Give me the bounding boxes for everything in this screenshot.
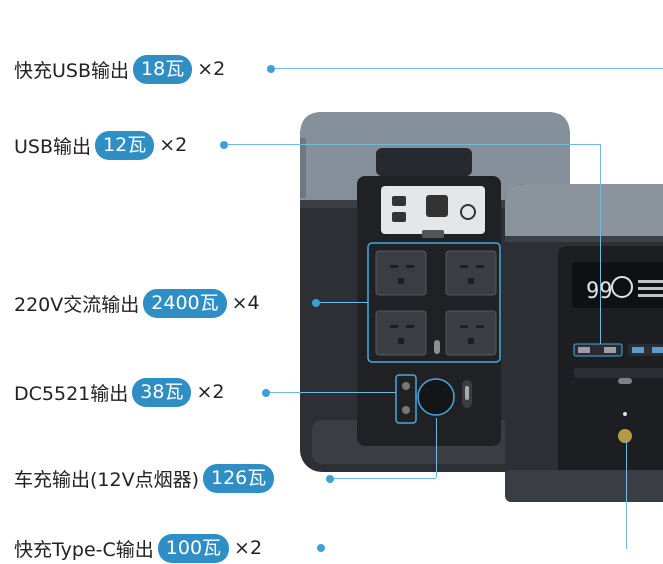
power-station-illustration: 99 [300, 112, 663, 502]
spec-label: 220V交流输出 [14, 293, 140, 316]
power-badge: 126瓦 [203, 463, 275, 493]
spec-usb: USB输出 12瓦 ×2 [14, 129, 187, 161]
connector-usb [224, 144, 600, 145]
product-spec-graphic: 99 快充USB输出 18瓦 ×2 USB输出 [14, 53, 663, 563]
spec-fast-usb: 快充USB输出 18瓦 ×2 [14, 53, 225, 85]
connector-car-rise [436, 418, 437, 478]
power-badge: 12瓦 [95, 130, 155, 160]
spec-label: USB输出 [14, 135, 92, 158]
spec-multiplier: ×2 [197, 58, 226, 80]
marker-dot [317, 544, 325, 552]
spec-label: 快充Type-C输出 [14, 538, 154, 561]
marker-dot [267, 65, 275, 73]
spec-dc5521: DC5521输出 38瓦 ×2 [14, 376, 224, 408]
spec-label: 快充USB输出 [14, 59, 130, 82]
display-reading: 99 [586, 279, 613, 304]
connector-typec [626, 440, 627, 549]
marker-dot [220, 141, 228, 149]
spec-label: DC5521输出 [14, 382, 129, 405]
spec-type-c: 快充Type-C输出 100瓦 ×2 [14, 532, 262, 564]
spec-multiplier: ×4 [231, 292, 260, 314]
power-badge: 2400瓦 [143, 288, 227, 318]
marker-dot [312, 299, 320, 307]
connector-car [330, 478, 436, 479]
power-badge: 100瓦 [157, 533, 230, 563]
spec-multiplier: ×2 [159, 134, 188, 156]
power-badge: 38瓦 [132, 377, 192, 407]
back-front-panel [357, 176, 501, 446]
front-power-station: 99 [505, 184, 663, 502]
spec-label: 车充输出(12V点烟器) [14, 468, 199, 491]
spec-multiplier: ×2 [234, 537, 263, 559]
connector-dc [266, 392, 396, 393]
spec-ac: 220V交流输出 2400瓦 ×4 [14, 287, 260, 319]
power-badge: 18瓦 [133, 54, 193, 84]
spec-car-charger: 车充输出(12V点烟器) 126瓦 [14, 462, 279, 494]
spec-multiplier: ×2 [196, 381, 225, 403]
connector-fast-usb [271, 68, 663, 69]
marker-dot [262, 389, 270, 397]
marker-dot [326, 475, 334, 483]
connector-ac [316, 302, 368, 303]
connector-usb-drop [600, 144, 601, 344]
